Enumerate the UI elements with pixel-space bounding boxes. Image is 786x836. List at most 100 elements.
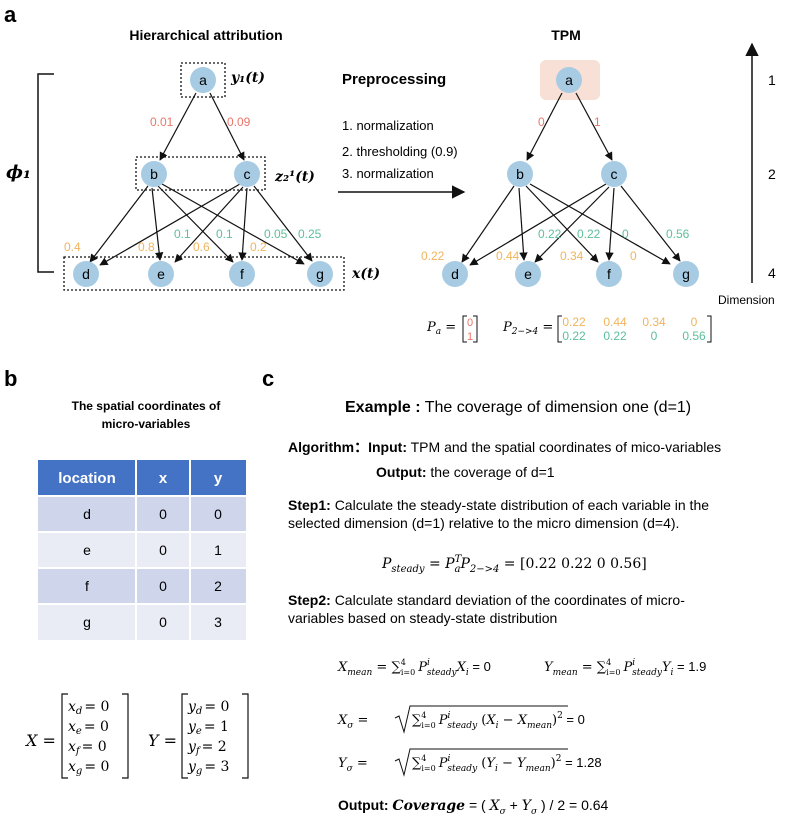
table-cell: 0 xyxy=(214,506,222,522)
step1-text: Calculate the steady-state distribution … xyxy=(335,497,710,513)
x-entry-val: = 0 xyxy=(84,699,109,715)
left-node-e xyxy=(148,261,174,287)
left-weight-orange-2: 0.8 xyxy=(138,240,155,254)
left-weight-green-3: 0.05 xyxy=(264,227,288,241)
y-entry-sub: e xyxy=(196,726,202,737)
y-entry-sub: d xyxy=(196,706,202,717)
coverage-word: Coverage xyxy=(392,798,465,814)
example-heading: Example : The coverage of dimension one … xyxy=(345,399,691,416)
left-diagram-title: Hierarchical attribution xyxy=(129,27,282,43)
x-entry-val: = 0 xyxy=(84,759,109,775)
table-cell: e xyxy=(83,542,91,558)
y-sigma-value: 1.28 xyxy=(576,755,601,770)
p24-r2-c2: 0.22 xyxy=(603,329,627,343)
y-vector-right-bracket xyxy=(242,693,249,779)
y-entry-sub: g xyxy=(196,766,202,777)
x-vector-entry-d: xd= 0 xyxy=(68,699,109,717)
x-entry-var: x xyxy=(68,699,76,715)
left-weight-orange-1: 0.4 xyxy=(64,240,81,254)
left-weight-ab: 0.01 xyxy=(150,115,174,129)
right-node-label-c: c xyxy=(611,166,618,182)
table-cell: 3 xyxy=(214,614,222,630)
y-vector-entry-g: yg= 3 xyxy=(187,759,229,777)
x-entry-var: x xyxy=(68,759,76,775)
z-layer-box xyxy=(135,156,266,191)
y-entry-val: = 1 xyxy=(204,719,229,735)
x-entry-sub: f xyxy=(75,746,82,757)
table-header-location: location xyxy=(58,470,116,487)
dimension-label: Dimension xyxy=(718,293,775,307)
left-weight-green-2: 0.1 xyxy=(216,227,233,241)
table-cell: 0 xyxy=(159,506,167,522)
table-cell: 0 xyxy=(159,614,167,630)
right-node-label-d: d xyxy=(451,266,459,282)
left-weight-orange-4: 0.2 xyxy=(250,240,267,254)
right-node-label-e: e xyxy=(524,266,532,282)
left-weight-orange-3: 0.6 xyxy=(193,240,210,254)
steady-value-4: 0.56 xyxy=(610,556,641,572)
left-weight-ac: 0.09 xyxy=(227,115,251,129)
pa-right-bracket xyxy=(473,315,478,343)
algorithm-label: Algorithm： xyxy=(288,439,368,455)
dimension-level-4: 4 xyxy=(768,265,776,281)
steady-value-2: 0.22 xyxy=(561,556,592,572)
right-weight-ab: 0 xyxy=(538,115,545,129)
table-cell: d xyxy=(83,506,91,522)
steady-value-1: 0.22 xyxy=(525,556,556,572)
right-weight-orange-4: 0 xyxy=(630,249,637,263)
step2-line-1: Step2: Calculate standard deviation of t… xyxy=(288,592,685,608)
y-vector-name: Y = xyxy=(148,731,177,750)
table-header-y: y xyxy=(214,470,223,487)
x-sigma-root xyxy=(394,705,568,734)
x-entry-var: x xyxy=(68,739,76,755)
x-vector-entry-e: xe= 0 xyxy=(68,719,109,737)
z-layer-label: z₂¹(t) xyxy=(274,169,315,185)
steady-value-3: 0 xyxy=(597,556,606,572)
y-entry-val: = 0 xyxy=(204,699,229,715)
right-weight-orange-3: 0.34 xyxy=(560,249,584,263)
right-node-a xyxy=(556,67,582,93)
x-entry-sub: d xyxy=(76,706,82,717)
y-vector-entry-f: yf= 2 xyxy=(187,739,227,757)
table-row-f xyxy=(38,568,246,604)
step1-line-1: Step1: Calculate the steady-state distri… xyxy=(288,497,709,513)
pa-symbol-letter: P xyxy=(426,320,436,335)
table-header-row xyxy=(38,460,246,496)
right-node-b xyxy=(507,161,533,187)
right-node-label-f: f xyxy=(607,266,611,282)
output-label: Output: xyxy=(376,464,427,480)
p24-r2-c4: 0.56 xyxy=(682,329,706,343)
right-node-label-b: b xyxy=(516,166,524,182)
right-nodes xyxy=(442,67,699,287)
pa-symbol: Pa = xyxy=(426,320,456,337)
left-node-label-b: b xyxy=(150,166,158,182)
x-vector-entry-f: xf= 0 xyxy=(68,739,107,757)
coordinates-table: location x y d 0 0 e 0 1 f 0 2 g 0 3 xyxy=(38,460,246,640)
right-edges xyxy=(461,92,681,266)
y-vector-entry-e: ye= 1 xyxy=(187,719,229,737)
p24-r1-c1: 0.22 xyxy=(562,315,586,329)
panel-b-letter: b xyxy=(4,366,17,391)
coverage-output-line: Output: Coverage = ( Xσ + Yσ ) / 2 = 0.6… xyxy=(338,797,609,817)
preprocessing-step-3: 3. normalization xyxy=(342,166,434,181)
x-vector-left-bracket xyxy=(61,693,68,779)
phi-bracket xyxy=(37,73,54,273)
x-entry-val: = 0 xyxy=(82,739,107,755)
algorithm-output-line: Output: the coverage of d=1 xyxy=(376,464,555,480)
pa-symbol-sub: a xyxy=(436,327,441,337)
x-entry-sub: e xyxy=(76,726,82,737)
table-header-x: x xyxy=(159,470,168,487)
preprocessing-step-1: 1. normalization xyxy=(342,118,434,133)
table-cell: 2 xyxy=(214,578,222,594)
coverage-value: 0.64 xyxy=(581,797,608,813)
step1-label: Step1: xyxy=(288,497,331,513)
dimension-level-1: 1 xyxy=(768,72,776,88)
p24-right-bracket xyxy=(707,315,712,343)
left-weight-green-4: 0.25 xyxy=(298,227,322,241)
output-text: the coverage of d=1 xyxy=(430,464,554,480)
left-node-label-f: f xyxy=(240,266,244,282)
